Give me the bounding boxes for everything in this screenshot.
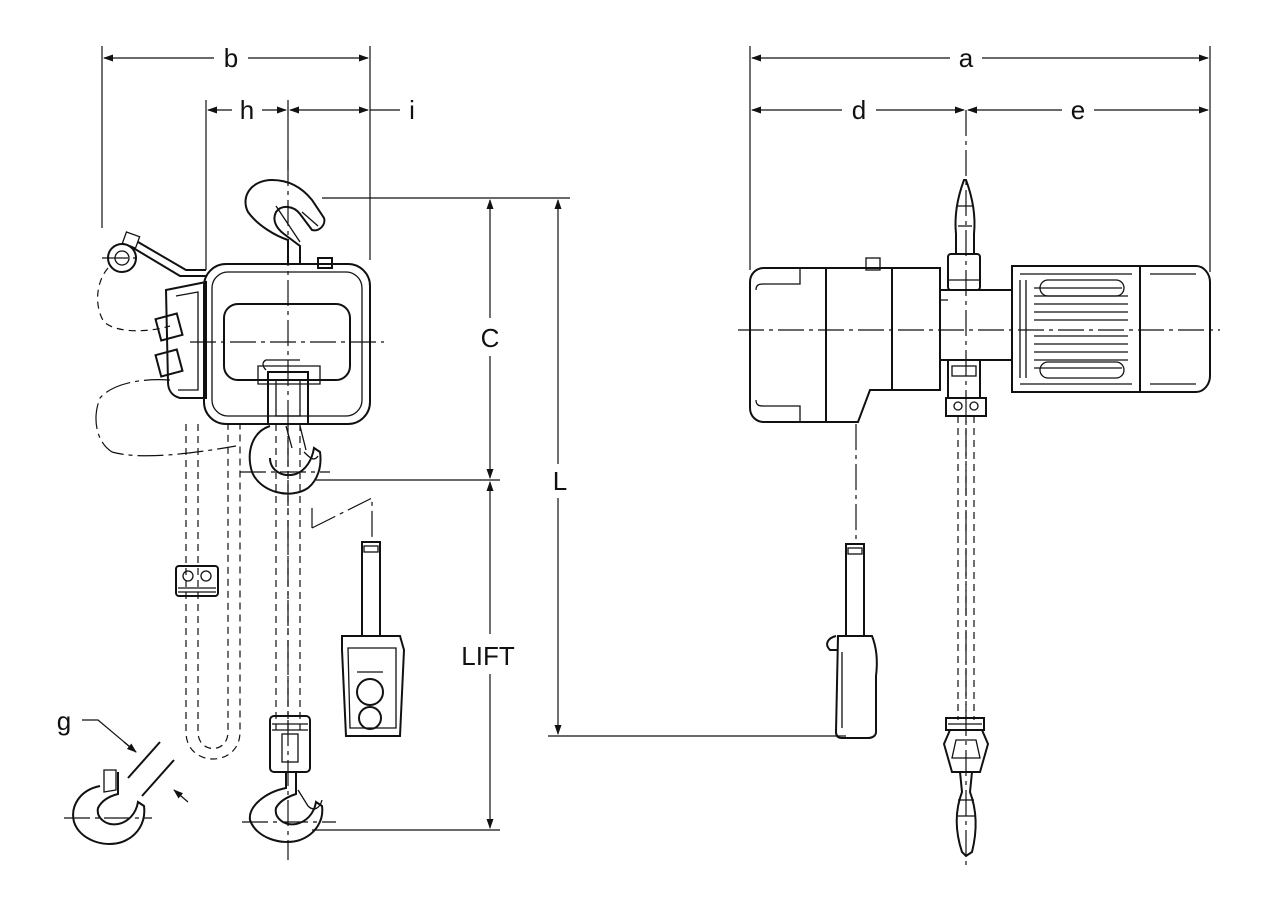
pendant-front — [826, 424, 878, 739]
dim-label-i: i — [409, 95, 415, 125]
dim-label-c: C — [481, 323, 500, 353]
load-chain-front — [957, 416, 975, 720]
top-hook — [244, 178, 333, 269]
dim-label-lift: LIFT — [461, 641, 515, 671]
slack-chain — [175, 424, 241, 760]
dim-label-h: h — [240, 95, 254, 125]
side-control-box — [95, 280, 237, 457]
hook-throat-detail — [72, 741, 175, 845]
top-hook-front — [947, 179, 981, 291]
upper-load-hook — [248, 425, 322, 495]
pendant-side — [311, 497, 406, 737]
side-dimensions: b h i C LIFT L g — [57, 43, 846, 831]
front-dimensions: a d e — [749, 43, 1211, 272]
clamp-bracket — [97, 231, 206, 332]
lower-hook-block — [248, 715, 324, 843]
gear-housing — [749, 257, 948, 423]
side-view — [64, 160, 406, 860]
motor-fins — [1034, 279, 1128, 379]
bottom-hook-front — [942, 717, 990, 858]
dim-label-e: e — [1071, 95, 1085, 125]
hoist-body-side — [203, 263, 371, 425]
dim-label-b: b — [224, 43, 238, 73]
dim-label-g: g — [57, 706, 71, 736]
hoist-body-front — [940, 289, 1013, 417]
dim-label-a: a — [959, 43, 974, 73]
dim-label-l: L — [553, 466, 567, 496]
front-view — [738, 110, 1220, 870]
motor — [1011, 265, 1211, 393]
dim-label-d: d — [852, 95, 866, 125]
